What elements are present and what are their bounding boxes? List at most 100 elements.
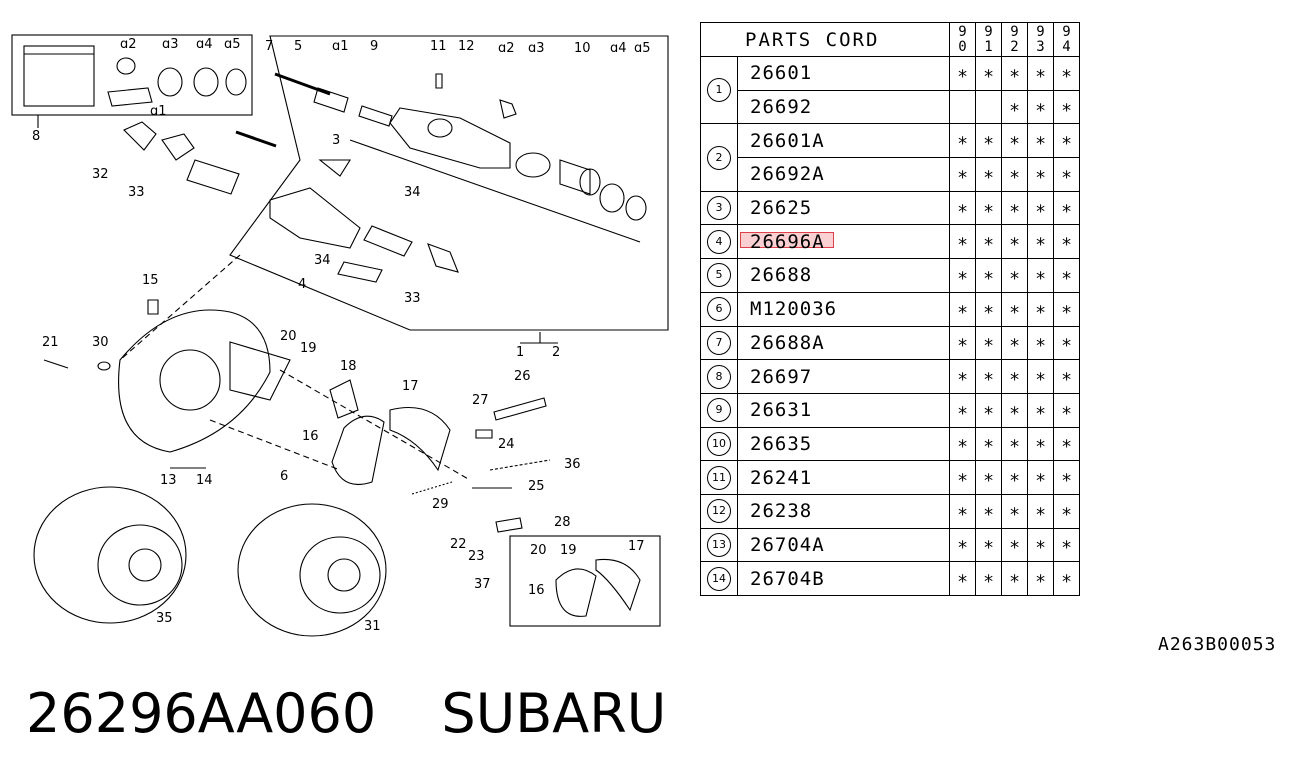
part-code[interactable]: 26601 <box>737 56 950 91</box>
availability-mark: ∗ <box>949 190 976 226</box>
availability-mark: ∗ <box>949 460 976 495</box>
group-index: 10 <box>700 426 738 462</box>
callout-34-top: 34 <box>404 185 421 200</box>
group-index: 3 <box>700 190 738 226</box>
part-code[interactable]: 26241 <box>737 460 950 495</box>
callout-19-inset: 19 <box>560 543 577 558</box>
callout-8: 8 <box>32 129 40 144</box>
part-code-highlighted[interactable]: 26696A <box>737 224 950 260</box>
callout-a3-inset: ɑ3 <box>162 37 179 52</box>
part-code[interactable]: 26697 <box>737 359 950 394</box>
callout-27: 27 <box>472 393 489 408</box>
group-index: 2 <box>700 123 738 192</box>
availability-mark: ∗ <box>975 359 1002 394</box>
footer-title: 26296AA060 SUBARU <box>26 682 666 745</box>
callout-31: 31 <box>364 619 381 634</box>
callout-a1: ɑ1 <box>332 39 349 54</box>
availability-mark: ∗ <box>975 157 1002 192</box>
callout-3: 3 <box>332 133 340 148</box>
bracket-cap-icon <box>499 99 517 119</box>
diagram-code: A263B00053 <box>1158 634 1277 655</box>
part-code[interactable]: 26238 <box>737 493 950 529</box>
part-code[interactable]: 26625 <box>737 190 950 226</box>
inset-box-kit <box>11 34 253 116</box>
part-code[interactable]: 26692A <box>737 157 950 192</box>
callout-17-inset: 17 <box>628 539 645 554</box>
availability-mark: ∗ <box>975 56 1002 91</box>
callout-2: 2 <box>552 345 560 360</box>
availability-mark: ∗ <box>949 359 976 394</box>
callout-26: 26 <box>514 369 531 384</box>
diagram-drawing <box>11 34 669 637</box>
sleeve-icon <box>313 87 349 113</box>
callout-1: 1 <box>516 345 524 360</box>
piston-seal-ring-icon <box>515 152 551 178</box>
part-code[interactable]: 26631 <box>737 392 950 428</box>
part-code-text: 26601 <box>750 62 813 85</box>
shield-plate-icon <box>229 341 291 401</box>
callout-19-upper: 19 <box>300 341 317 356</box>
availability-mark: ∗ <box>1027 527 1054 563</box>
part-code[interactable]: 26688 <box>737 258 950 293</box>
adjuster-icon <box>475 429 493 439</box>
part-code[interactable]: 26704B <box>737 561 950 596</box>
availability-mark: ∗ <box>1001 56 1028 91</box>
availability-mark: ∗ <box>1001 89 1028 125</box>
callout-25: 25 <box>528 479 545 494</box>
callout-33-right: 33 <box>404 291 421 306</box>
seal-ring-icon <box>157 67 183 97</box>
part-code[interactable]: 26688A <box>737 325 950 361</box>
part-code-text: 26688 <box>750 264 813 287</box>
availability-mark: ∗ <box>949 493 976 529</box>
part-code-text: M120036 <box>750 298 838 321</box>
callout-36: 36 <box>564 457 581 472</box>
availability-mark: ∗ <box>1053 56 1080 91</box>
callout-32: 32 <box>92 167 109 182</box>
part-code[interactable]: M120036 <box>737 291 950 327</box>
rotor-35-icon <box>33 486 187 624</box>
circled-number-icon: 5 <box>707 263 731 288</box>
callout-35: 35 <box>156 611 173 626</box>
availability-mark: ∗ <box>949 224 976 260</box>
part-code-text: 26625 <box>750 197 813 220</box>
circled-number-icon: 6 <box>707 297 731 322</box>
availability-mark: ∗ <box>1001 460 1028 495</box>
shim-b-icon <box>427 243 459 273</box>
circled-number-icon: 14 <box>707 566 731 591</box>
brake-shoe-a-icon <box>331 415 385 486</box>
parts-cord-header: PARTS CORD <box>700 22 950 57</box>
availability-mark: ∗ <box>1027 291 1054 327</box>
availability-mark: ∗ <box>1027 123 1054 159</box>
availability-mark: ∗ <box>1001 123 1028 159</box>
part-code[interactable]: 26692 <box>737 89 950 125</box>
callout-28: 28 <box>554 515 571 530</box>
bushing-icon <box>107 87 153 107</box>
availability-mark: ∗ <box>1001 426 1028 462</box>
availability-mark: ∗ <box>1053 359 1080 394</box>
bolt-15-icon <box>147 299 159 315</box>
availability-mark: ∗ <box>1027 157 1054 192</box>
part-code[interactable]: 26704A <box>737 527 950 563</box>
circled-number-icon: 1 <box>707 78 731 103</box>
boot-icon <box>116 57 136 75</box>
availability-mark: ∗ <box>1053 325 1080 361</box>
circled-number-icon: 12 <box>707 499 731 524</box>
backing-plate-icon <box>118 309 271 453</box>
group-index: 1 <box>700 55 738 125</box>
callout-a5-right: ɑ5 <box>634 41 651 56</box>
availability-mark: ∗ <box>1001 392 1028 428</box>
part-code[interactable]: 26601A <box>737 123 950 159</box>
part-code[interactable]: 26635 <box>737 426 950 462</box>
availability-mark: ∗ <box>1001 291 1028 327</box>
caliper-bracket-icon <box>269 187 361 249</box>
strut-icon <box>493 397 547 421</box>
